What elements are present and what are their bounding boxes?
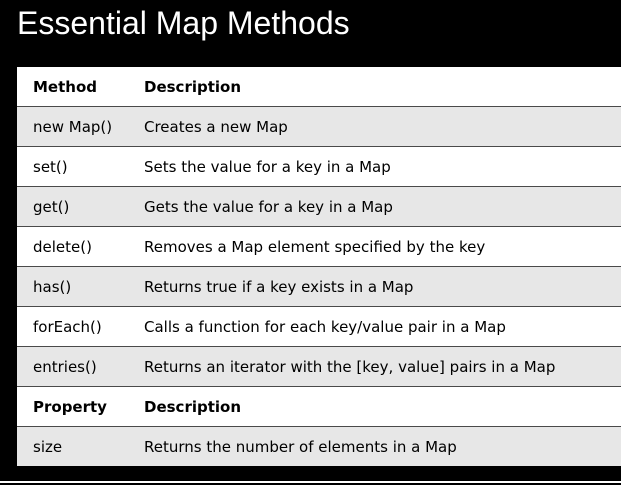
description-column-header: Description	[144, 77, 242, 96]
method-description: Removes a Map element specified by the k…	[144, 226, 621, 267]
method-name: new Map()	[17, 106, 144, 147]
method-description: Sets the value for a key in a Map	[144, 146, 621, 187]
method-column-header: Method	[33, 77, 97, 96]
table-row: forEach() Calls a function for each key/…	[17, 306, 621, 347]
table-row: delete() Removes a Map element specified…	[17, 226, 621, 267]
table-row: new Map() Creates a new Map	[17, 106, 621, 147]
methods-table-container: Method Description new Map() Creates a n…	[17, 67, 621, 466]
method-name: get()	[17, 186, 144, 227]
methods-table: Method Description new Map() Creates a n…	[17, 67, 621, 466]
property-column-header: Property	[17, 386, 144, 427]
method-description: Returns true if a key exists in a Map	[144, 266, 621, 307]
method-description: Calls a function for each key/value pair…	[144, 306, 621, 347]
method-name: delete()	[17, 226, 144, 267]
method-description: Gets the value for a key in a Map	[144, 186, 621, 227]
page-title: Essential Map Methods	[17, 5, 350, 41]
property-name: size	[17, 426, 144, 466]
property-description: Returns the number of elements in a Map	[144, 426, 621, 466]
table-row: get() Gets the value for a key in a Map	[17, 186, 621, 227]
method-name: has()	[17, 266, 144, 307]
method-header-row: Method Description	[17, 67, 621, 107]
table-row: entries() Returns an iterator with the […	[17, 346, 621, 387]
property-header-row: Property Description	[17, 386, 621, 427]
method-description: Creates a new Map	[144, 106, 621, 147]
table-row: has() Returns true if a key exists in a …	[17, 266, 621, 307]
method-name: entries()	[17, 346, 144, 387]
method-name: forEach()	[17, 306, 144, 347]
bottom-divider	[0, 481, 621, 483]
table-row: size Returns the number of elements in a…	[17, 426, 621, 466]
description-column-header: Description	[144, 386, 621, 427]
method-name: set()	[17, 146, 144, 187]
method-description: Returns an iterator with the [key, value…	[144, 346, 621, 387]
table-row: set() Sets the value for a key in a Map	[17, 146, 621, 187]
